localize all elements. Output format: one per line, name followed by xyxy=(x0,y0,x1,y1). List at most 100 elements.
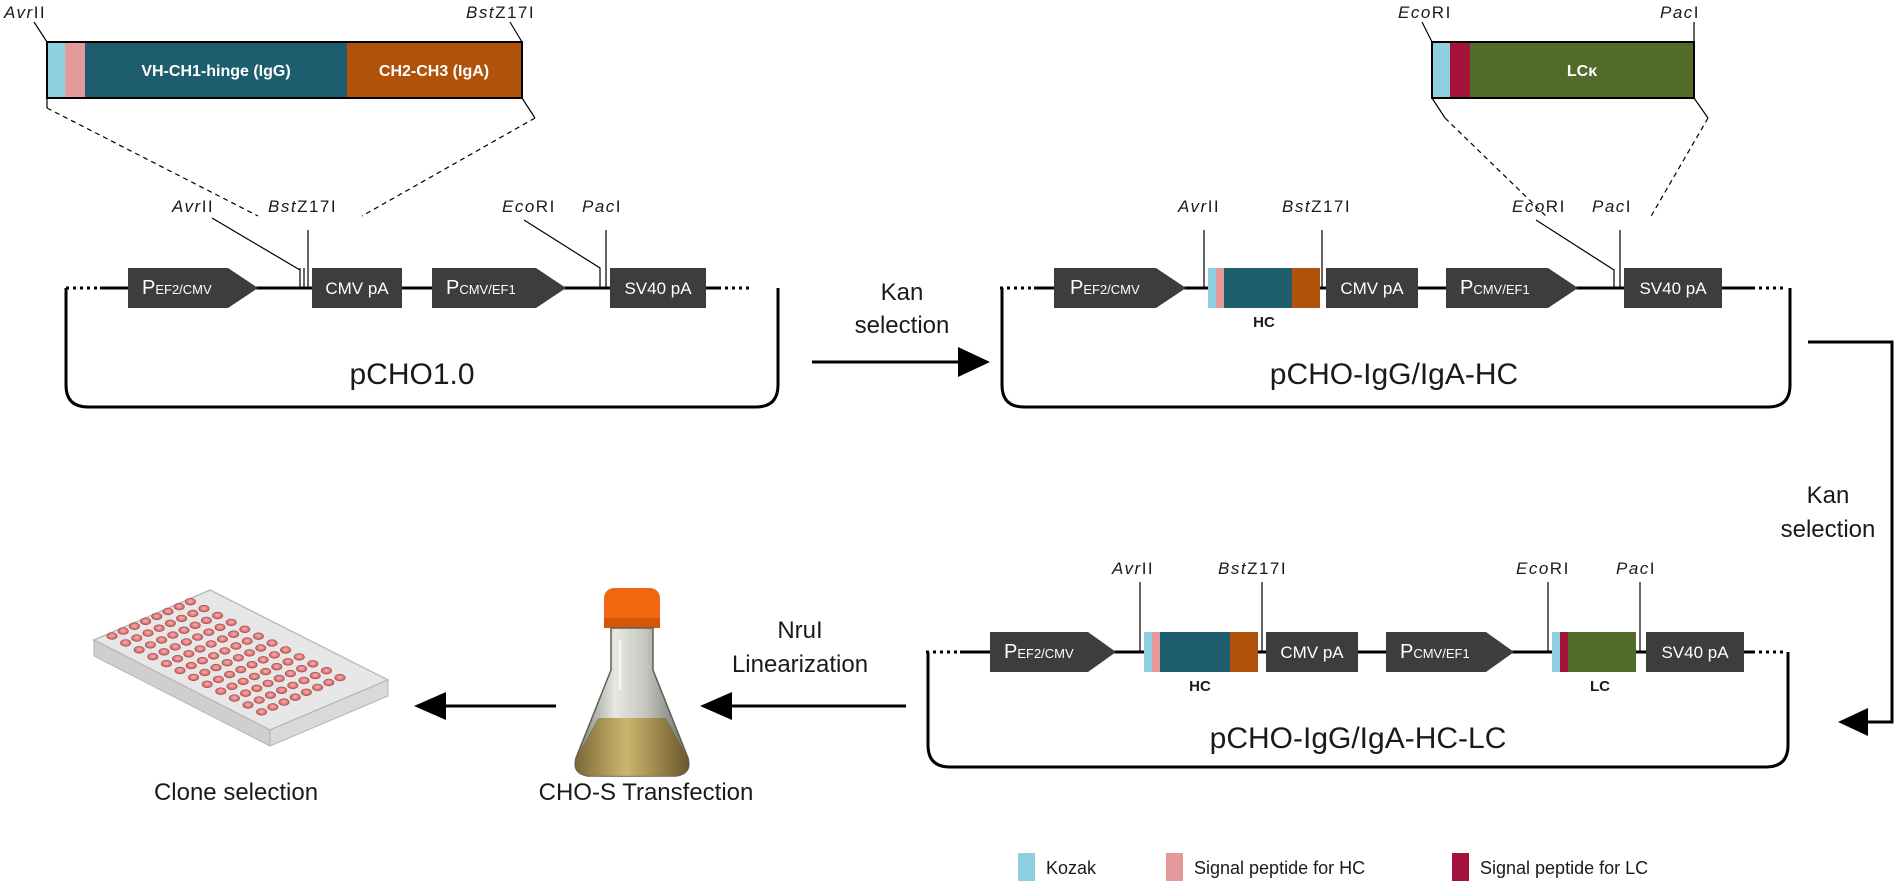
plate-well xyxy=(156,636,168,644)
plate-well xyxy=(153,624,165,632)
plate-well xyxy=(216,635,228,643)
plasmid-pcho1-loop xyxy=(64,288,780,409)
plasmid-pcho-hc-loop xyxy=(1000,288,1792,409)
plate-well xyxy=(173,602,185,611)
plate-well xyxy=(219,647,231,655)
plate-well xyxy=(200,616,212,625)
site-label-avrii: AvrII xyxy=(1177,197,1220,216)
plate-well xyxy=(248,672,260,681)
plate-well xyxy=(133,646,145,654)
lc-insert-dashed-guide-left xyxy=(1444,117,1549,219)
plate-well xyxy=(169,643,181,651)
plate-well xyxy=(300,688,312,696)
hc-ch2-ch3 xyxy=(1292,268,1320,308)
plate-well xyxy=(196,656,208,665)
site-label-avrii: AvrII xyxy=(171,197,214,216)
plate-well xyxy=(242,701,254,709)
plate-well xyxy=(244,649,256,657)
plate-well xyxy=(284,669,296,678)
site-label-ecori: EcoRI xyxy=(502,197,556,216)
lc-insert-signal-peptide xyxy=(1450,42,1470,98)
plate-well xyxy=(309,671,321,680)
element-sv40-pa xyxy=(1646,632,1744,672)
element-sv40-pa-label: SV40 pA xyxy=(624,279,692,298)
legend: Kozak Signal peptide for HC Signal pepti… xyxy=(1018,853,1648,881)
plate-well xyxy=(260,667,272,676)
plate-well xyxy=(192,633,204,641)
plate-well xyxy=(178,626,190,634)
plate-well xyxy=(230,642,242,650)
lc-lck xyxy=(1568,632,1636,672)
hc-insert-cassette: VH-CH1-hinge (IgG) CH2-CH3 (IgA) AvrII B… xyxy=(3,3,536,119)
lc-insert-label: LCκ xyxy=(1567,63,1597,80)
plasmid-pcho-hc-name: pCHO-IgG/IgA-HC xyxy=(1270,358,1518,391)
plate-well xyxy=(293,653,305,661)
element-pef2-cmv-label: PEF2/CMV xyxy=(1004,641,1074,663)
lc-signal-peptide xyxy=(1560,632,1568,672)
legend-swatch-kozak xyxy=(1018,853,1035,881)
plasmid-pcho1-name: pCHO1.0 xyxy=(349,358,474,391)
legend-swatch-signal-peptide-hc xyxy=(1166,853,1183,881)
plate-well xyxy=(298,676,310,685)
site-label-paci: PacI xyxy=(1616,559,1656,578)
plate-well xyxy=(208,652,220,660)
plate-well xyxy=(201,680,213,688)
plate-well xyxy=(198,604,210,613)
step-nrui-line1: NruI xyxy=(777,617,822,644)
plasmid-pcho-hc: PEF2/CMV HC CMV pA PCMV/EF1 SV40 pA AvrI… xyxy=(1000,197,1792,409)
hc-kozak xyxy=(1144,632,1152,672)
plate-well xyxy=(167,631,179,639)
plate-well xyxy=(184,597,196,606)
plate-well xyxy=(142,629,154,637)
element-cmv-pa-label: CMV pA xyxy=(1280,643,1344,662)
plate-well xyxy=(131,634,143,642)
step-kan1-line2: selection xyxy=(855,312,950,339)
plate-well xyxy=(212,611,224,620)
step-nrui-line2: Linearization xyxy=(732,651,868,678)
plate-well xyxy=(221,658,233,667)
plate-well xyxy=(144,641,156,649)
plate-well xyxy=(228,694,240,702)
plate-well xyxy=(251,684,263,692)
plate-well xyxy=(257,656,269,664)
plate-well xyxy=(194,645,206,653)
plate-well xyxy=(187,609,199,618)
plate-well xyxy=(147,652,159,661)
plate-well xyxy=(225,618,237,627)
plate-well xyxy=(273,674,285,683)
erlenmeyer-flask-icon: CHO-S Transfection xyxy=(539,588,753,806)
plate-well xyxy=(160,659,172,668)
plate-well xyxy=(320,666,332,675)
hc-signal-peptide xyxy=(1216,268,1224,308)
legend-swatch-signal-peptide-lc xyxy=(1452,853,1469,881)
plate-well xyxy=(253,696,265,704)
plate-well xyxy=(278,698,290,706)
plate-well xyxy=(296,664,308,673)
plate-well xyxy=(289,693,301,701)
plate-well xyxy=(266,639,278,647)
site-label-bstz17i: BstZ17I xyxy=(1282,197,1351,216)
plate-well xyxy=(312,683,324,692)
element-pef2-cmv-label: PEF2/CMV xyxy=(1070,277,1140,299)
element-pcmv-ef1 xyxy=(1446,268,1578,308)
plate-well xyxy=(120,639,132,647)
plate-well xyxy=(241,637,253,645)
plate-well xyxy=(267,703,279,711)
flask-medium xyxy=(575,718,689,776)
lc-insert-kozak xyxy=(1432,42,1450,98)
step-clone-selection-label: Clone selection xyxy=(154,779,318,806)
plate-well xyxy=(106,632,118,640)
plate-well xyxy=(128,622,140,630)
site-label-ecori: EcoRI xyxy=(1512,197,1566,216)
plate-well xyxy=(276,686,288,694)
element-pcmv-ef1-label: PCMV/EF1 xyxy=(1400,641,1470,663)
plasmid-pcho-hc-lc-name: pCHO-IgG/IgA-HC-LC xyxy=(1210,722,1507,755)
well-plate-icon: Clone selection xyxy=(92,589,390,806)
plate-well xyxy=(264,691,276,699)
plate-well xyxy=(185,661,197,670)
legend-label-signal-peptide-hc: Signal peptide for HC xyxy=(1194,858,1365,878)
lc-insert-lck xyxy=(1470,42,1694,98)
hc-vh-ch1-hinge xyxy=(1224,268,1292,308)
plasmid-pcho-hc-lc: PEF2/CMV HC CMV pA PCMV/EF1 LC SV40 pA A… xyxy=(926,559,1790,769)
